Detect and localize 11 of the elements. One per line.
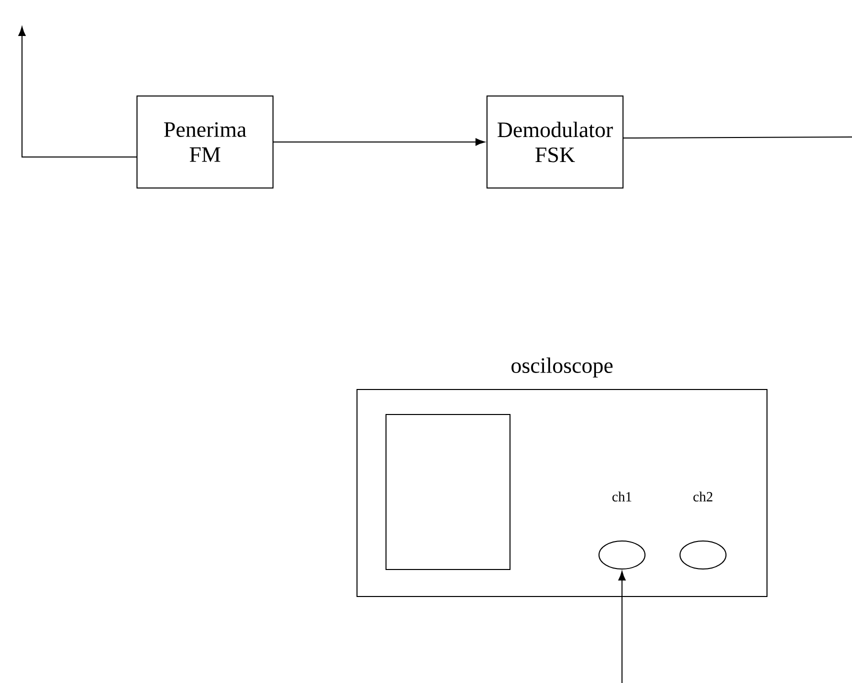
process-box: Penerima FM <box>136 96 274 188</box>
input-jack <box>598 540 646 570</box>
channel-label: ch1 <box>612 492 632 502</box>
channel-label: ch2 <box>693 492 712 502</box>
arrow <box>273 138 485 146</box>
oscilloscope-title: osciloscope <box>512 358 613 378</box>
input-jack <box>680 540 726 570</box>
screen-box <box>386 414 510 570</box>
arrow <box>618 571 626 683</box>
arrow <box>18 26 137 158</box>
process-box: Demodulator FSK <box>486 96 624 188</box>
